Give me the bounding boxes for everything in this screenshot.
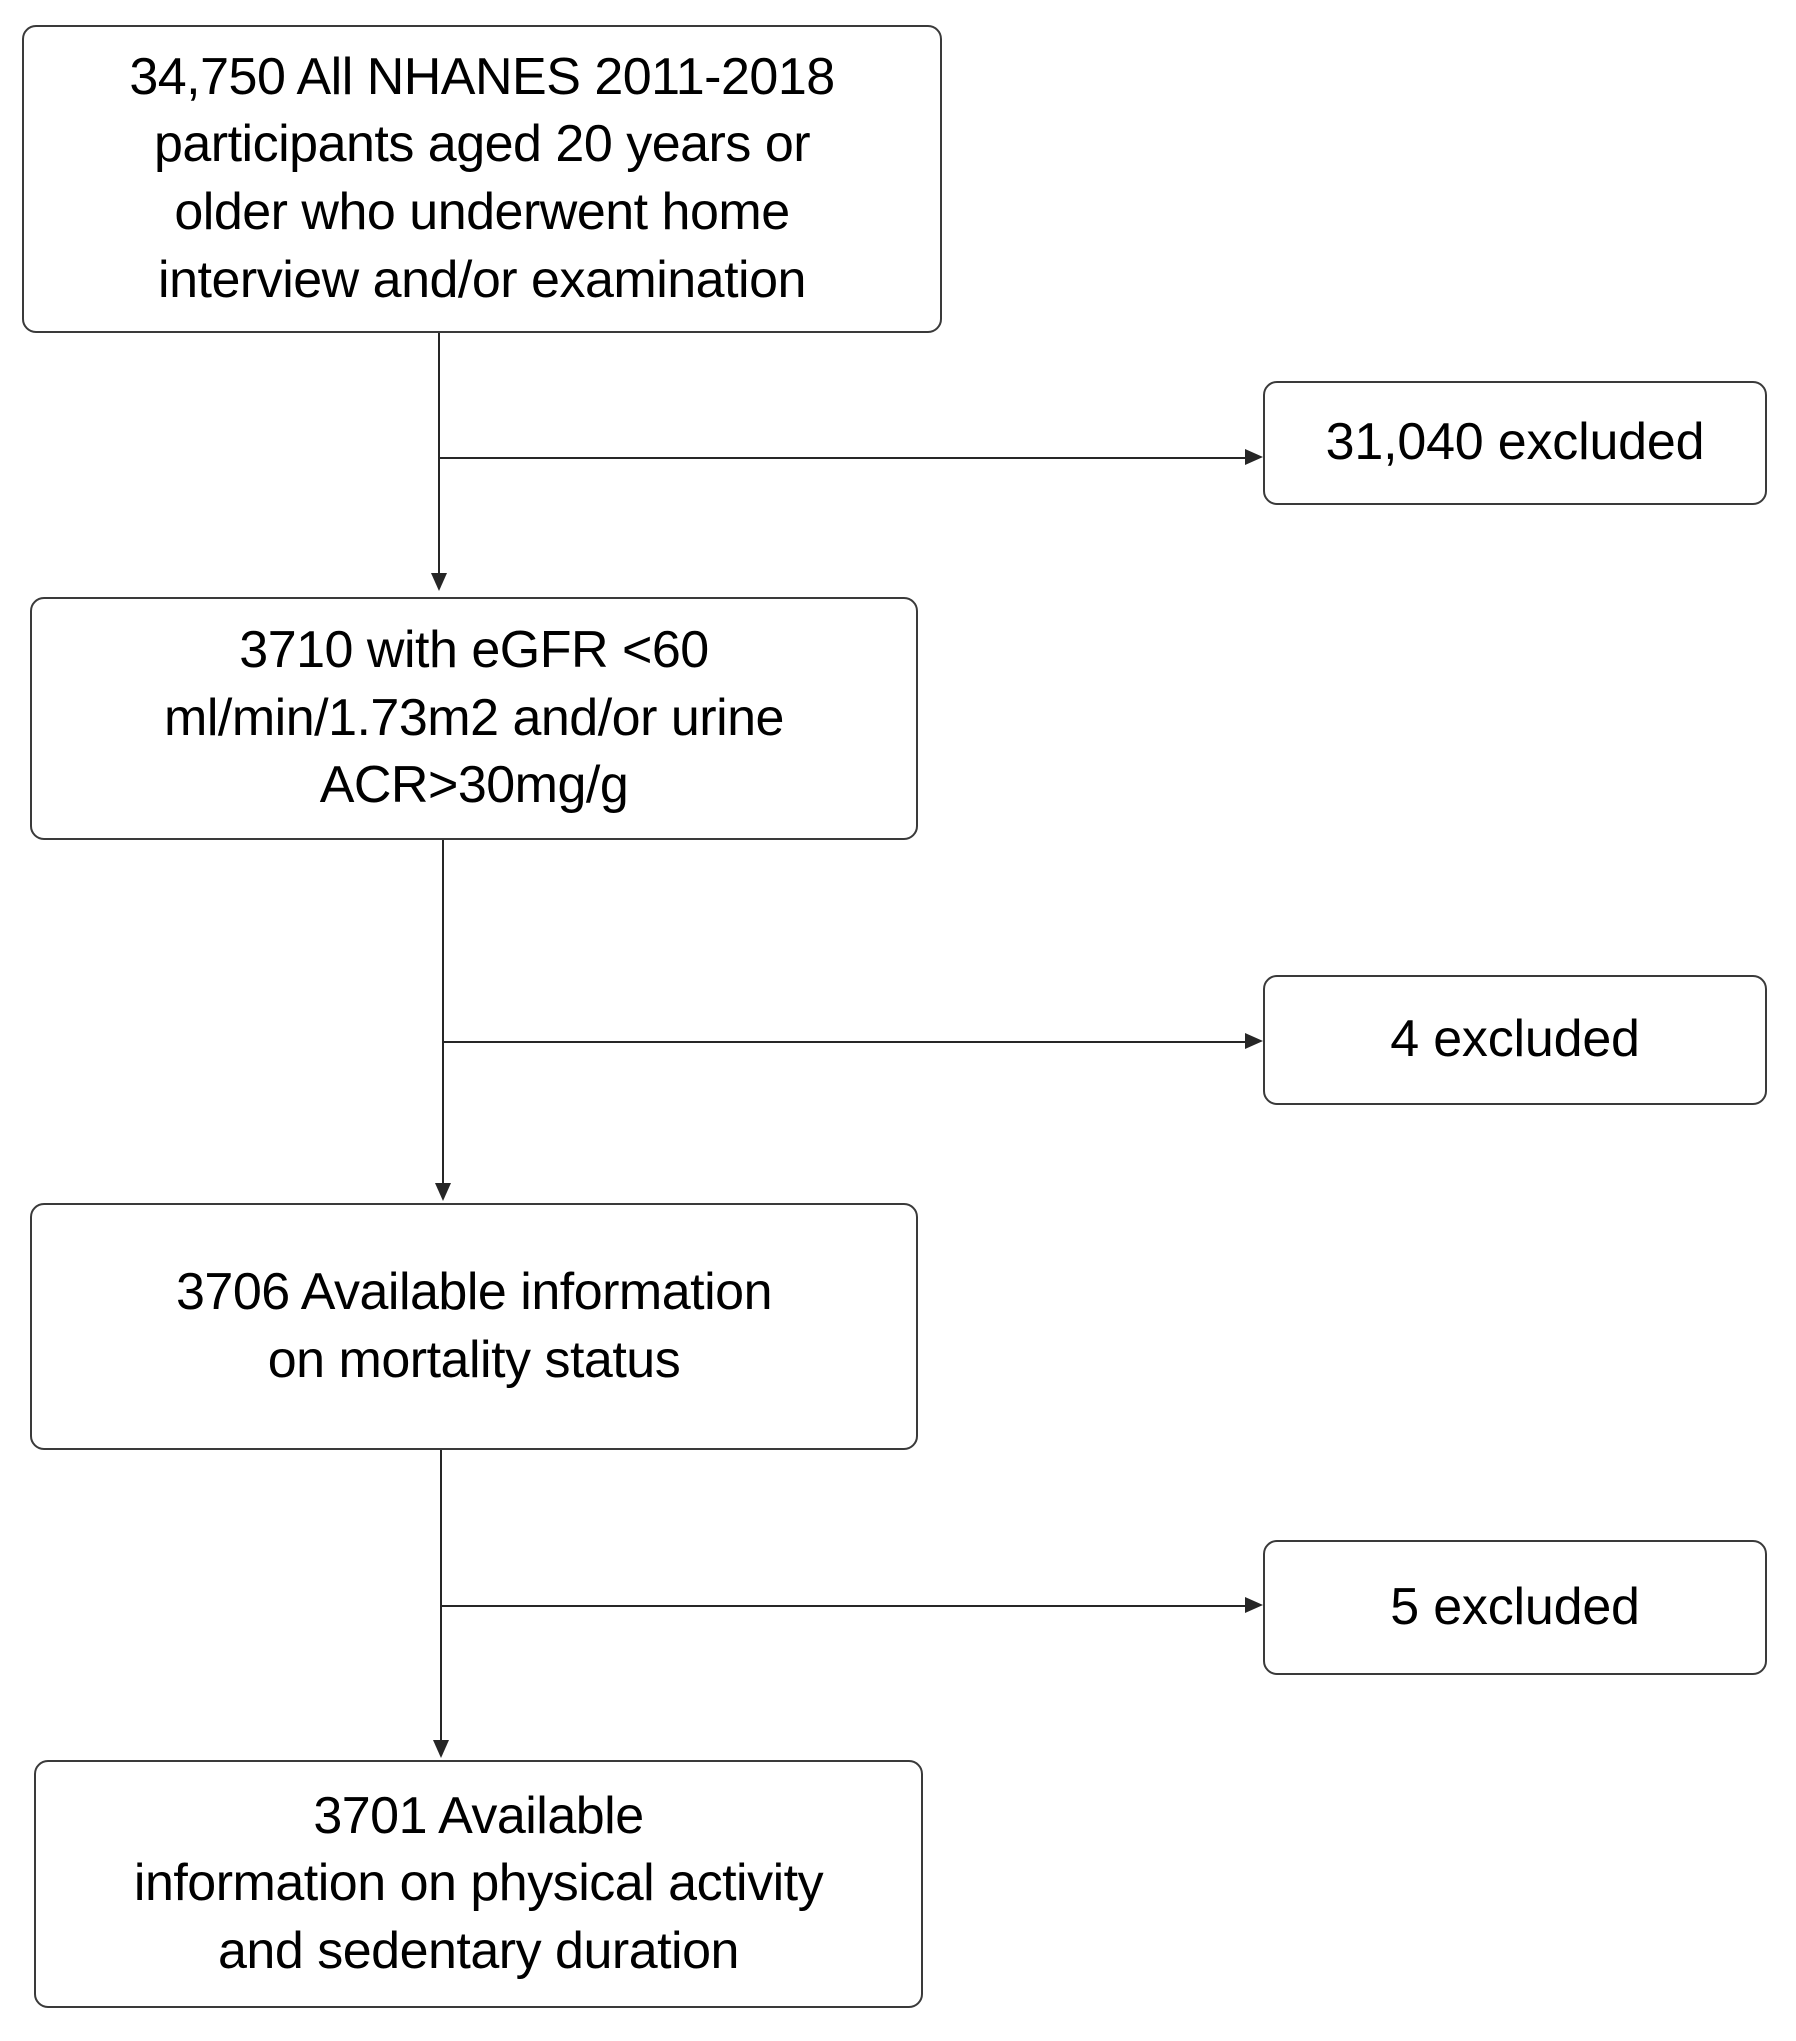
node-excluded-3-label: 5 excluded xyxy=(1390,1577,1640,1636)
node-mortality-info: 3706 Available information on mortality … xyxy=(30,1203,918,1450)
node-mortality-info-label: 3706 Available information on mortality … xyxy=(175,1262,773,1389)
node-all-participants-label: 34,750 All NHANES 2011-2018 participants… xyxy=(129,47,835,309)
connector-branch-excluded-3 xyxy=(440,1605,1245,1607)
arrow-down-icon-2 xyxy=(435,1183,451,1201)
connector-branch-excluded-2 xyxy=(442,1041,1245,1043)
node-ckd-criteria-label: 3710 with eGFR <60 ml/min/1.73m2 and/or … xyxy=(164,621,784,815)
arrow-down-icon-1 xyxy=(431,573,447,591)
node-activity-info: 3701 Available information on physical a… xyxy=(34,1760,923,2008)
connector-mortality-to-activity xyxy=(440,1450,442,1742)
node-excluded-1: 31,040 excluded xyxy=(1263,381,1767,505)
node-activity-info-label: 3701 Available information on physical a… xyxy=(133,1786,824,1980)
node-ckd-criteria: 3710 with eGFR <60 ml/min/1.73m2 and/or … xyxy=(30,597,918,840)
node-excluded-2-label: 4 excluded xyxy=(1390,1010,1640,1069)
arrow-right-icon-1 xyxy=(1245,449,1263,465)
node-excluded-2: 4 excluded xyxy=(1263,975,1767,1105)
connector-ckd-to-mortality xyxy=(442,840,444,1185)
arrow-down-icon-3 xyxy=(433,1740,449,1758)
node-excluded-1-label: 31,040 excluded xyxy=(1325,413,1705,472)
node-excluded-3: 5 excluded xyxy=(1263,1540,1767,1675)
arrow-right-icon-3 xyxy=(1245,1597,1263,1613)
connector-all-participants-to-ckd xyxy=(438,333,440,575)
arrow-right-icon-2 xyxy=(1245,1033,1263,1049)
node-all-participants: 34,750 All NHANES 2011-2018 participants… xyxy=(22,25,942,333)
connector-branch-excluded-1 xyxy=(438,457,1245,459)
